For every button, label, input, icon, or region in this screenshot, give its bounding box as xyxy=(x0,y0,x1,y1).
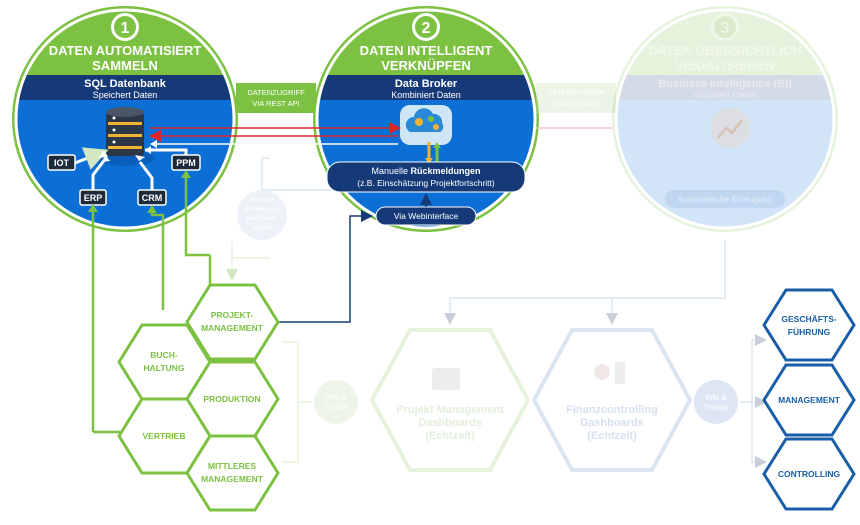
rest-api-connector-2: DATENZUGRIFF VIA REST API xyxy=(536,83,616,113)
svg-text:DATENZUGRIFF: DATENZUGRIFF xyxy=(247,88,305,97)
svg-text:ungen: ungen xyxy=(253,224,271,231)
feedback-flow-lines xyxy=(88,157,767,468)
source-iot-label: IOT xyxy=(54,158,70,168)
source-crm-label: CRM xyxy=(142,193,163,203)
step-1-subtext: Speichert Daten xyxy=(93,90,158,100)
step-2-title-line1: DATEN INTELLIGENT xyxy=(360,43,493,58)
auto-generation-box: Automatische Erzeugung xyxy=(665,190,785,208)
svg-text:CONTROLLING: CONTROLLING xyxy=(778,469,841,479)
role-hex-controlling: CONTROLLING xyxy=(762,437,856,511)
svg-text:GESCHÄFTS-: GESCHÄFTS- xyxy=(781,314,836,324)
dashboard-hex-finanzcontrolling: Finanzcontrolling Dashboards (Echtzeit) xyxy=(531,328,693,472)
svg-text:Dashboards: Dashboards xyxy=(580,417,644,429)
feedback-line2: (z.B. Einschätzung Projektfortschritt) xyxy=(357,178,495,188)
step-2-subtext: Kombiniert Daten xyxy=(391,90,461,100)
svg-text:Rückmeld-: Rückmeld- xyxy=(246,215,277,222)
source-erp-label: ERP xyxy=(84,193,103,203)
source-iot-badge: IOT xyxy=(47,154,76,171)
rest-api-connector-1: DATENZUGRIFF VIA REST API xyxy=(236,83,316,113)
step-2-badge: 2 xyxy=(412,13,440,41)
svg-text:Manuelle Rückmeldungen: Manuelle Rückmeldungen xyxy=(371,166,480,176)
step-1-subtitle: SQL Datenbank xyxy=(84,78,167,90)
dept-hex-mittleres-management: MITTLERES MANAGEMENT xyxy=(185,434,280,512)
step-3-number: 3 xyxy=(721,20,730,37)
source-crm-badge: CRM xyxy=(137,189,167,206)
broker-sync-arrows-icon xyxy=(425,142,441,164)
dashboard-hex-project-management: Projekt Management Dashboards (Echtzeit) xyxy=(369,328,531,472)
database-icon xyxy=(95,107,155,166)
svg-text:Dashboards: Dashboards xyxy=(418,417,482,429)
step-1-number: 1 xyxy=(121,20,130,37)
svg-text:FÜHRUNG: FÜHRUNG xyxy=(788,327,831,337)
svg-text:Info &: Info & xyxy=(706,393,728,402)
svg-text:(Echtzeit): (Echtzeit) xyxy=(425,430,475,442)
source-ppm-label: PPM xyxy=(176,158,196,168)
svg-text:VIA REST API: VIA REST API xyxy=(552,99,599,108)
step-3-title-line2: VISUALISIEREN xyxy=(675,58,775,73)
svg-text:HALTUNG: HALTUNG xyxy=(144,363,185,373)
svg-text:Trends: Trends xyxy=(704,403,729,412)
svg-text:MANAGEMENT: MANAGEMENT xyxy=(778,395,841,405)
svg-text:Projekt Management: Projekt Management xyxy=(396,404,504,416)
svg-text:MANAGEMENT: MANAGEMENT xyxy=(201,474,264,484)
step-3-badge: 3 xyxy=(711,13,739,41)
step-3-subtext: Visualiert Daten xyxy=(693,90,756,100)
svg-text:BUCH-: BUCH- xyxy=(150,350,178,360)
svg-text:Erinnert: Erinnert xyxy=(251,197,274,204)
svg-text:MANAGEMENT: MANAGEMENT xyxy=(201,323,264,333)
bi-chart-icon xyxy=(710,108,750,148)
svg-text:an fehlende: an fehlende xyxy=(245,206,279,213)
step-3-subtitle: Business Intelligence (BI) xyxy=(658,78,792,90)
reminder-bubble: Erinnert an fehlende Rückmeld- ungen xyxy=(237,190,287,240)
svg-text:Trends: Trends xyxy=(324,403,349,412)
feedback-line1-bold: Rückmeldungen xyxy=(411,166,481,176)
role-hex-management: MANAGEMENT xyxy=(762,363,856,437)
auto-generation-label: Automatische Erzeugung xyxy=(678,194,773,204)
source-erp-badge: ERP xyxy=(79,189,107,206)
step-2-number: 2 xyxy=(422,20,431,37)
step-3-title-line1: DATEN ÜBERSICHTLICH xyxy=(648,43,802,58)
sql-broker-data-arrows xyxy=(149,122,401,148)
svg-text:DATENZUGRIFF: DATENZUGRIFF xyxy=(547,88,605,97)
svg-text:(Echtzeit): (Echtzeit) xyxy=(587,430,637,442)
step-1-title-line1: DATEN AUTOMATISIERT xyxy=(49,43,202,58)
step-2-subtitle: Data Broker xyxy=(395,78,458,90)
feedback-line1-prefix: Manuelle xyxy=(371,166,410,176)
step-2-title-line2: VERKNÜPFEN xyxy=(381,58,471,73)
svg-text:VIA REST API: VIA REST API xyxy=(252,99,299,108)
svg-text:VERTRIEB: VERTRIEB xyxy=(143,431,186,441)
dept-hex-projektmanagement: PROJEKT- MANAGEMENT xyxy=(185,283,280,361)
manual-feedback-box: Manuelle Rückmeldungen (z.B. Einschätzun… xyxy=(326,161,526,193)
source-ppm-badge: PPM xyxy=(171,154,201,171)
step-1-badge: 1 xyxy=(111,13,139,41)
svg-text:PROJEKT-: PROJEKT- xyxy=(211,310,254,320)
svg-text:Finanzcontrolling: Finanzcontrolling xyxy=(566,404,658,416)
svg-text:MITTLERES: MITTLERES xyxy=(208,461,256,471)
svg-text:PRODUKTION: PRODUKTION xyxy=(203,394,260,404)
data-broker-cloud-icon xyxy=(400,105,452,145)
webinterface-box: Via Webinterface xyxy=(375,206,477,226)
step-1-title-line2: SAMMELN xyxy=(92,58,158,73)
info-trends-bubble-1: Info & Trends xyxy=(314,380,358,424)
info-trends-bubble-2: Info & Trends xyxy=(694,380,738,424)
role-hex-geschaeftsfuehrung: GESCHÄFTS- FÜHRUNG xyxy=(762,288,856,362)
webinterface-label: Via Webinterface xyxy=(394,211,459,221)
svg-text:Info &: Info & xyxy=(326,393,348,402)
